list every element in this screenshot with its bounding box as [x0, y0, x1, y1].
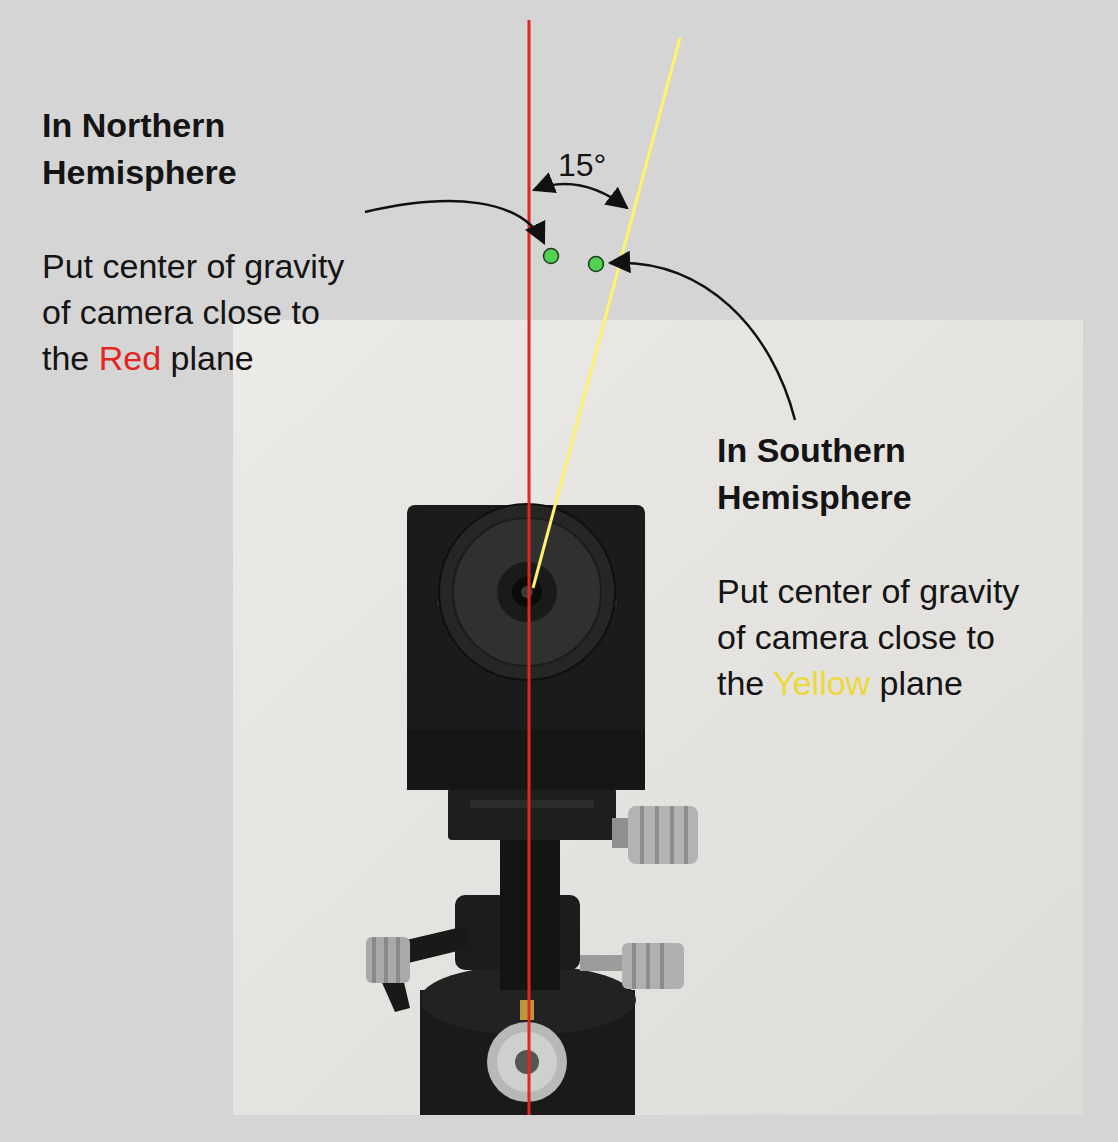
red-plane [528, 20, 531, 1115]
callout-body: Put center of gravity of camera close to… [717, 568, 1027, 706]
quick-release-clamp [448, 788, 698, 864]
angle-label: 15° [558, 146, 606, 184]
callout-body-text: Yellow [773, 664, 870, 702]
callout-text: In Northern HemispherePut center of grav… [42, 102, 352, 381]
camera [407, 504, 645, 790]
angle-arc [534, 184, 627, 208]
callout-heading: In Southern Hemisphere [717, 427, 1027, 521]
yellow-plane [533, 38, 680, 588]
leader-line [365, 201, 544, 243]
callout-text: In Southern HemispherePut center of grav… [717, 427, 1027, 706]
callout-heading: In Northern Hemisphere [42, 102, 352, 196]
center-of-gravity-dot [544, 249, 559, 264]
callout-body-text: plane [171, 339, 254, 377]
callout-body-text: Red [99, 339, 161, 377]
callout-body: Put center of gravity of camera close to… [42, 243, 352, 381]
callout-body-text: plane [880, 664, 963, 702]
leader-line [610, 263, 795, 420]
center-of-gravity-dot [589, 257, 604, 272]
photo-background [233, 320, 1083, 1115]
tripod [366, 835, 684, 1115]
